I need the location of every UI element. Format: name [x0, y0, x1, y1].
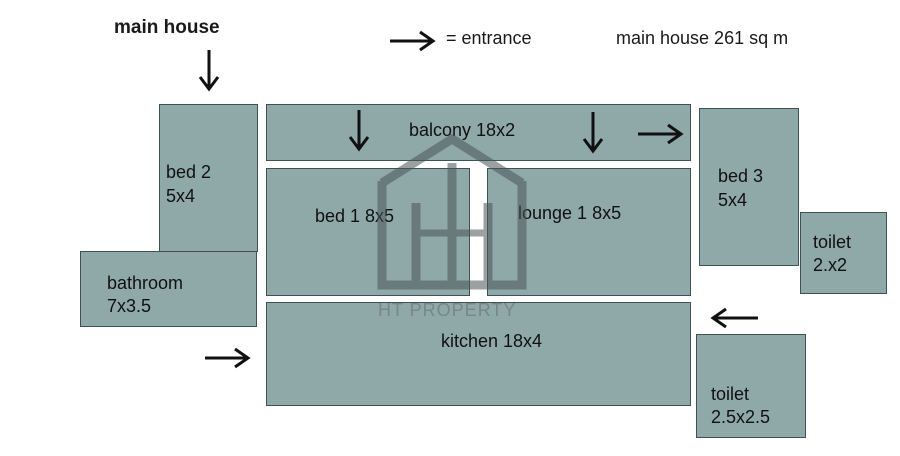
- legend-arrow-right-icon: [388, 30, 436, 52]
- room-bed-3-size: 5x4: [718, 190, 748, 210]
- room-bed-2-size: 5x4: [166, 186, 196, 206]
- room-kitchen: kitchen 18x4: [266, 302, 691, 406]
- room-toilet-large: toilet 2.5x2.5: [696, 334, 806, 438]
- plan-title: main house: [114, 17, 220, 38]
- room-bathroom: bathroom 7x3.5: [80, 251, 257, 327]
- room-kitchen-name: kitchen 18x4: [441, 331, 543, 351]
- room-bathroom-size: 7x3.5: [107, 296, 152, 316]
- room-bed-1: bed 1 8x5: [266, 168, 470, 296]
- room-lounge-1: lounge 1 8x5: [487, 168, 691, 296]
- arrow-down-icon: [198, 48, 220, 92]
- arrow-down-icon: [582, 110, 604, 154]
- watermark-text: HT PROPERTY: [378, 300, 517, 320]
- arrow-down-icon: [348, 108, 370, 152]
- room-bed-2-name: bed 2: [166, 162, 212, 182]
- room-lounge-1-name: lounge 1 8x5: [518, 203, 622, 223]
- room-balcony-name: balcony 18x2: [409, 120, 516, 140]
- arrow-left-icon: [710, 307, 760, 329]
- arrow-right-icon: [203, 347, 251, 369]
- room-bathroom-name: bathroom: [107, 273, 184, 293]
- area-text: main house 261 sq m: [616, 28, 789, 48]
- room-toilet-large-size: 2.5x2.5: [711, 407, 771, 427]
- room-toilet-small-name: toilet: [813, 232, 852, 252]
- room-toilet-large-name: toilet: [711, 384, 750, 404]
- room-bed-2: bed 2 5x4: [159, 104, 258, 252]
- arrow-right-icon: [636, 123, 684, 145]
- room-bed-3-name: bed 3: [718, 166, 764, 186]
- room-toilet-small-size: 2.x2: [813, 255, 848, 275]
- room-bed-3: bed 3 5x4: [699, 108, 799, 266]
- room-balcony: balcony 18x2: [266, 104, 691, 161]
- legend-text: = entrance: [446, 28, 532, 48]
- room-bed-1-name: bed 1 8x5: [315, 206, 395, 226]
- room-toilet-small: toilet 2.x2: [800, 212, 887, 294]
